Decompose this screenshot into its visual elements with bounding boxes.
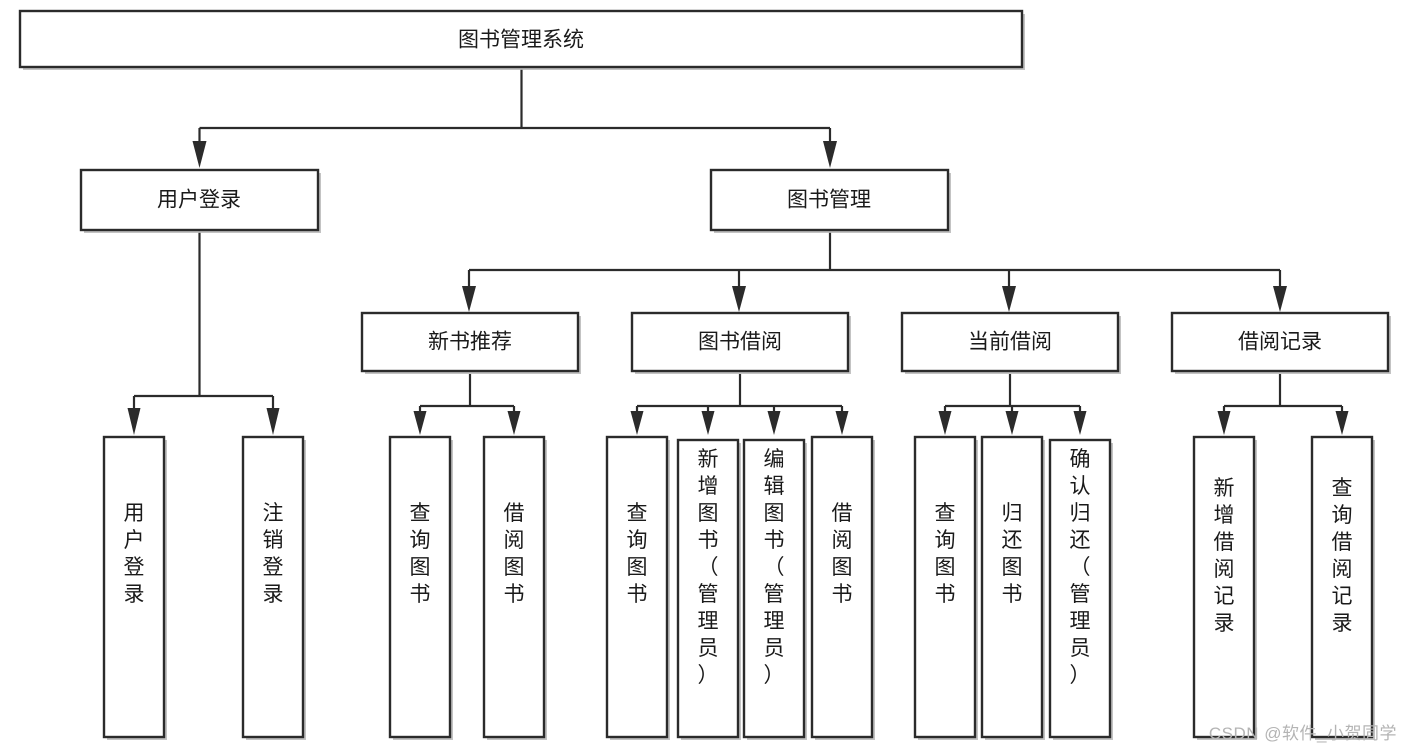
node-leaf-query-book-2-label: 查询图书 xyxy=(627,502,648,606)
node-current-borrow-label: 当前借阅 xyxy=(968,331,1052,354)
arrow-bb-leaf-1 xyxy=(630,411,644,435)
node-leaf-edit-book[interactable]: 编辑图书（管理员） xyxy=(742,438,807,740)
node-leaf-borrow-book-2[interactable]: 借阅图书 xyxy=(810,435,875,740)
node-book-borrow-rect[interactable] xyxy=(630,311,850,373)
arrow-nbr-leaf-1 xyxy=(413,411,427,435)
arrow-br-leaf-2 xyxy=(1335,411,1349,435)
node-leaf-borrow-book-1[interactable]: 借阅图书 xyxy=(482,435,547,740)
csdn-watermark: CSDN @软件_小贺同学 xyxy=(1208,724,1397,743)
node-user-login-label: 用户登录 xyxy=(157,189,241,212)
connector-group-user-login xyxy=(127,232,280,435)
node-leaf-user-login[interactable]: 用户登录 xyxy=(102,435,167,740)
arrow-nbr-leaf-2 xyxy=(507,411,521,435)
arrow-root-to-book-manage xyxy=(823,141,837,168)
arrow-cb-leaf-2 xyxy=(1005,411,1019,435)
node-current-borrow[interactable]: 当前借阅 xyxy=(900,311,1121,374)
node-leaf-query-book-3-rect[interactable] xyxy=(913,435,977,739)
connector-group-current-borrow xyxy=(938,374,1087,435)
node-leaf-query-book-1-rect[interactable] xyxy=(388,435,452,739)
node-leaf-confirm-return-rect[interactable] xyxy=(1048,438,1112,739)
node-new-book-rec-rect[interactable] xyxy=(360,311,580,373)
node-leaf-query-book-2[interactable]: 查询图书 xyxy=(605,435,670,740)
node-new-book-rec-label: 新书推荐 xyxy=(428,331,512,354)
node-leaf-query-record-rect[interactable] xyxy=(1310,435,1374,739)
connector-group-new-book-rec xyxy=(413,374,521,435)
arrow-root-to-user-login xyxy=(192,141,207,168)
arrow-user-login-leaf-2 xyxy=(266,408,280,435)
node-root-rect[interactable] xyxy=(18,9,1024,69)
arrow-bb-leaf-2 xyxy=(701,411,715,435)
node-current-borrow-rect[interactable] xyxy=(900,311,1120,373)
node-leaf-confirm-return[interactable]: 确认归还（管理员） xyxy=(1048,438,1113,740)
node-leaf-query-record[interactable]: 查询借阅记录 xyxy=(1310,435,1375,740)
node-leaf-add-record-label: 新增借阅记录 xyxy=(1214,477,1235,635)
node-book-manage-rect[interactable] xyxy=(709,168,950,232)
node-book-borrow-label: 图书借阅 xyxy=(698,331,782,354)
arrow-bm-to-current-borrow xyxy=(1002,286,1016,312)
node-leaf-add-record[interactable]: 新增借阅记录 xyxy=(1192,435,1257,740)
connector-group-book-borrow xyxy=(630,374,849,435)
node-leaf-return-book-label: 归还图书 xyxy=(1002,502,1023,606)
node-leaf-confirm-return-label: 确认归还（管理员） xyxy=(1070,448,1091,687)
node-book-manage-label: 图书管理 xyxy=(787,189,871,212)
node-root[interactable]: 图书管理系统 xyxy=(18,9,1025,70)
arrow-bm-to-borrow-record xyxy=(1273,286,1287,312)
node-leaf-logout-login-rect[interactable] xyxy=(241,435,305,739)
node-leaf-query-book-3-label: 查询图书 xyxy=(935,502,956,606)
node-leaf-query-book-1-label: 查询图书 xyxy=(410,502,431,606)
node-leaf-query-record-label: 查询借阅记录 xyxy=(1332,477,1353,635)
node-leaf-logout-login[interactable]: 注销登录 xyxy=(241,435,306,740)
arrow-bb-leaf-4 xyxy=(835,411,849,435)
node-leaf-borrow-book-2-rect[interactable] xyxy=(810,435,874,739)
node-book-manage[interactable]: 图书管理 xyxy=(709,168,951,233)
node-borrow-record-rect[interactable] xyxy=(1170,311,1390,373)
node-user-login-rect[interactable] xyxy=(79,168,320,232)
node-leaf-edit-book-label: 编辑图书（管理员） xyxy=(764,448,785,687)
node-leaf-query-book-3[interactable]: 查询图书 xyxy=(913,435,978,740)
node-leaf-logout-login-label: 注销登录 xyxy=(263,502,284,606)
node-leaf-query-book-2-rect[interactable] xyxy=(605,435,669,739)
connector-group-borrow-record xyxy=(1217,374,1349,435)
node-leaf-user-login-rect[interactable] xyxy=(102,435,166,739)
node-borrow-record-label: 借阅记录 xyxy=(1238,331,1322,354)
node-leaf-user-login-label: 用户登录 xyxy=(124,502,145,606)
node-leaf-return-book-rect[interactable] xyxy=(980,435,1044,739)
node-leaf-edit-book-rect[interactable] xyxy=(742,438,806,739)
node-new-book-rec[interactable]: 新书推荐 xyxy=(360,311,581,374)
node-borrow-record[interactable]: 借阅记录 xyxy=(1170,311,1391,374)
node-leaf-borrow-book-2-label: 借阅图书 xyxy=(832,502,853,606)
arrow-cb-leaf-1 xyxy=(938,411,952,435)
arrow-bm-to-new-book-rec xyxy=(462,286,476,312)
node-leaf-query-book-1[interactable]: 查询图书 xyxy=(388,435,453,740)
node-leaf-borrow-book-1-rect[interactable] xyxy=(482,435,546,739)
node-leaf-add-book-rect[interactable] xyxy=(676,438,740,739)
node-leaf-return-book[interactable]: 归还图书 xyxy=(980,435,1045,740)
node-leaf-add-book[interactable]: 新增图书（管理员） xyxy=(676,438,741,740)
connector-group-root xyxy=(192,69,837,168)
node-leaf-add-record-rect[interactable] xyxy=(1192,435,1256,739)
node-leaf-add-book-label: 新增图书（管理员） xyxy=(698,448,719,687)
node-book-borrow[interactable]: 图书借阅 xyxy=(630,311,851,374)
node-user-login[interactable]: 用户登录 xyxy=(79,168,321,233)
arrow-bm-to-book-borrow xyxy=(732,286,746,312)
node-root-label: 图书管理系统 xyxy=(458,29,584,52)
arrow-cb-leaf-3 xyxy=(1073,411,1087,435)
node-leaf-borrow-book-1-label: 借阅图书 xyxy=(504,502,525,606)
connector-group-book-manage xyxy=(462,232,1287,312)
arrow-bb-leaf-3 xyxy=(767,411,781,435)
arrow-br-leaf-1 xyxy=(1217,411,1231,435)
arrow-user-login-leaf-1 xyxy=(127,408,141,435)
